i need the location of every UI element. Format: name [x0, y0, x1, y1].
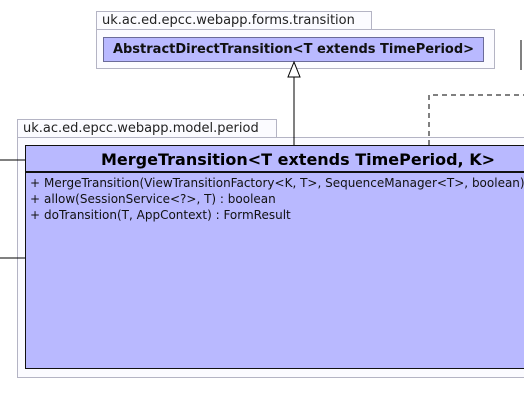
visibility-marker: + — [30, 208, 41, 222]
inheritance-arrowhead-icon — [287, 60, 301, 78]
operation-row: +MergeTransition(ViewTransitionFactory<K… — [30, 175, 524, 191]
package-tab-model-period: uk.ac.ed.epcc.webapp.model.period — [17, 119, 277, 138]
operation-signature: MergeTransition(ViewTransitionFactory<K,… — [44, 176, 524, 190]
operation-row: +allow(SessionService<?>, T) : boolean — [30, 191, 524, 207]
class-merge-transition[interactable]: MergeTransition<T extends TimePeriod, K>… — [25, 145, 524, 369]
class-abstract-direct-transition[interactable]: AbstractDirectTransition<T extends TimeP… — [103, 37, 484, 62]
dependency-line — [428, 94, 524, 145]
class-title: MergeTransition<T extends TimePeriod, K> — [26, 146, 524, 173]
operations-compartment: +MergeTransition(ViewTransitionFactory<K… — [26, 173, 524, 223]
operation-signature: doTransition(T, AppContext) : FormResult — [44, 208, 291, 222]
operation-row: +doTransition(T, AppContext) : FormResul… — [30, 207, 524, 223]
operation-signature: allow(SessionService<?>, T) : boolean — [44, 192, 276, 206]
visibility-marker: + — [30, 176, 41, 190]
package-tab-forms-transition: uk.ac.ed.epcc.webapp.forms.transition — [96, 11, 372, 30]
visibility-marker: + — [30, 192, 41, 206]
